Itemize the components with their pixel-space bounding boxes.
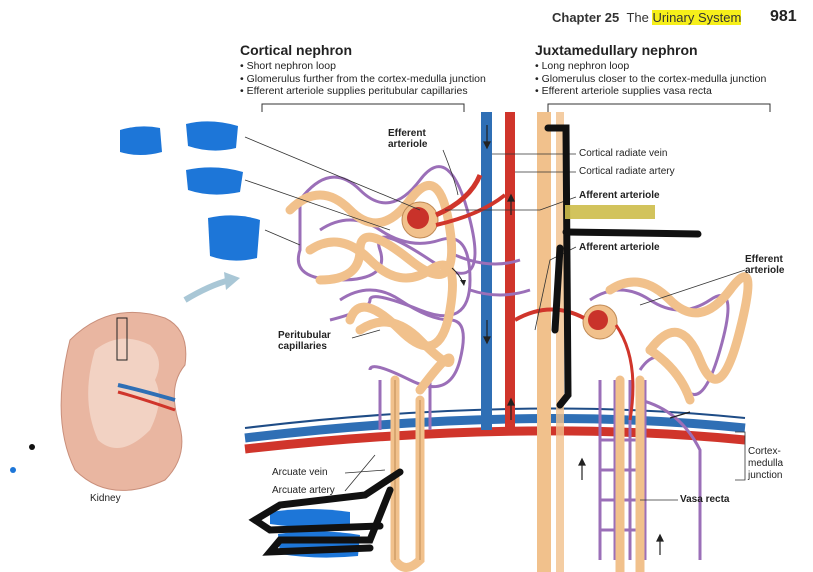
chapter-highlight: Urinary System bbox=[652, 10, 742, 25]
label-afferent-arteriole-cortical: Afferent arteriole bbox=[579, 190, 660, 201]
cortical-bullet: Efferent arteriole supplies peritubular … bbox=[240, 85, 486, 98]
label-cortical-radiate-artery: Cortical radiate artery bbox=[579, 166, 675, 177]
label-vasa-recta: Vasa recta bbox=[680, 494, 730, 505]
label-kidney: Kidney bbox=[90, 493, 121, 504]
label-cortical-radiate-vein: Cortical radiate vein bbox=[579, 148, 668, 159]
label-arcuate-artery: Arcuate artery bbox=[272, 485, 335, 496]
cortical-bullet: Glomerulus further from the cortex-medul… bbox=[240, 73, 486, 86]
juxta-bullet: Long nephron loop bbox=[535, 60, 766, 73]
label-afferent-arteriole-juxta: Afferent arteriole bbox=[579, 242, 660, 253]
juxta-bullet: Efferent arteriole supplies vasa recta bbox=[535, 85, 766, 98]
label-efferent-arteriole-cortical: Efferent arteriole bbox=[388, 128, 428, 150]
label-efferent-arteriole-juxta: Efferent arteriole bbox=[745, 254, 785, 276]
chapter-the: The bbox=[626, 10, 649, 25]
juxta-bullets: Long nephron loop Glomerulus closer to t… bbox=[535, 60, 767, 98]
chapter-number: Chapter 25 bbox=[552, 10, 620, 25]
chapter-header: Chapter 25 The Urinary System bbox=[552, 10, 742, 25]
cortical-bullet: Short nephron loop bbox=[240, 60, 486, 73]
label-cortex-medulla-junction: Cortex-medulla junction bbox=[748, 446, 784, 481]
kidney-inset bbox=[60, 311, 187, 491]
page-number: 981 bbox=[770, 8, 797, 25]
label-peritubular-capillaries: Peritubular capillaries bbox=[278, 330, 331, 352]
label-arcuate-vein: Arcuate vein bbox=[272, 467, 328, 478]
cortical-bullets: Short nephron loop Glomerulus further fr… bbox=[240, 60, 486, 98]
juxta-bullet: Glomerulus closer to the cortex-medulla … bbox=[535, 73, 767, 86]
cortical-title: Cortical nephron bbox=[240, 42, 353, 58]
juxta-title: Juxtamedullary nephron bbox=[535, 42, 698, 58]
